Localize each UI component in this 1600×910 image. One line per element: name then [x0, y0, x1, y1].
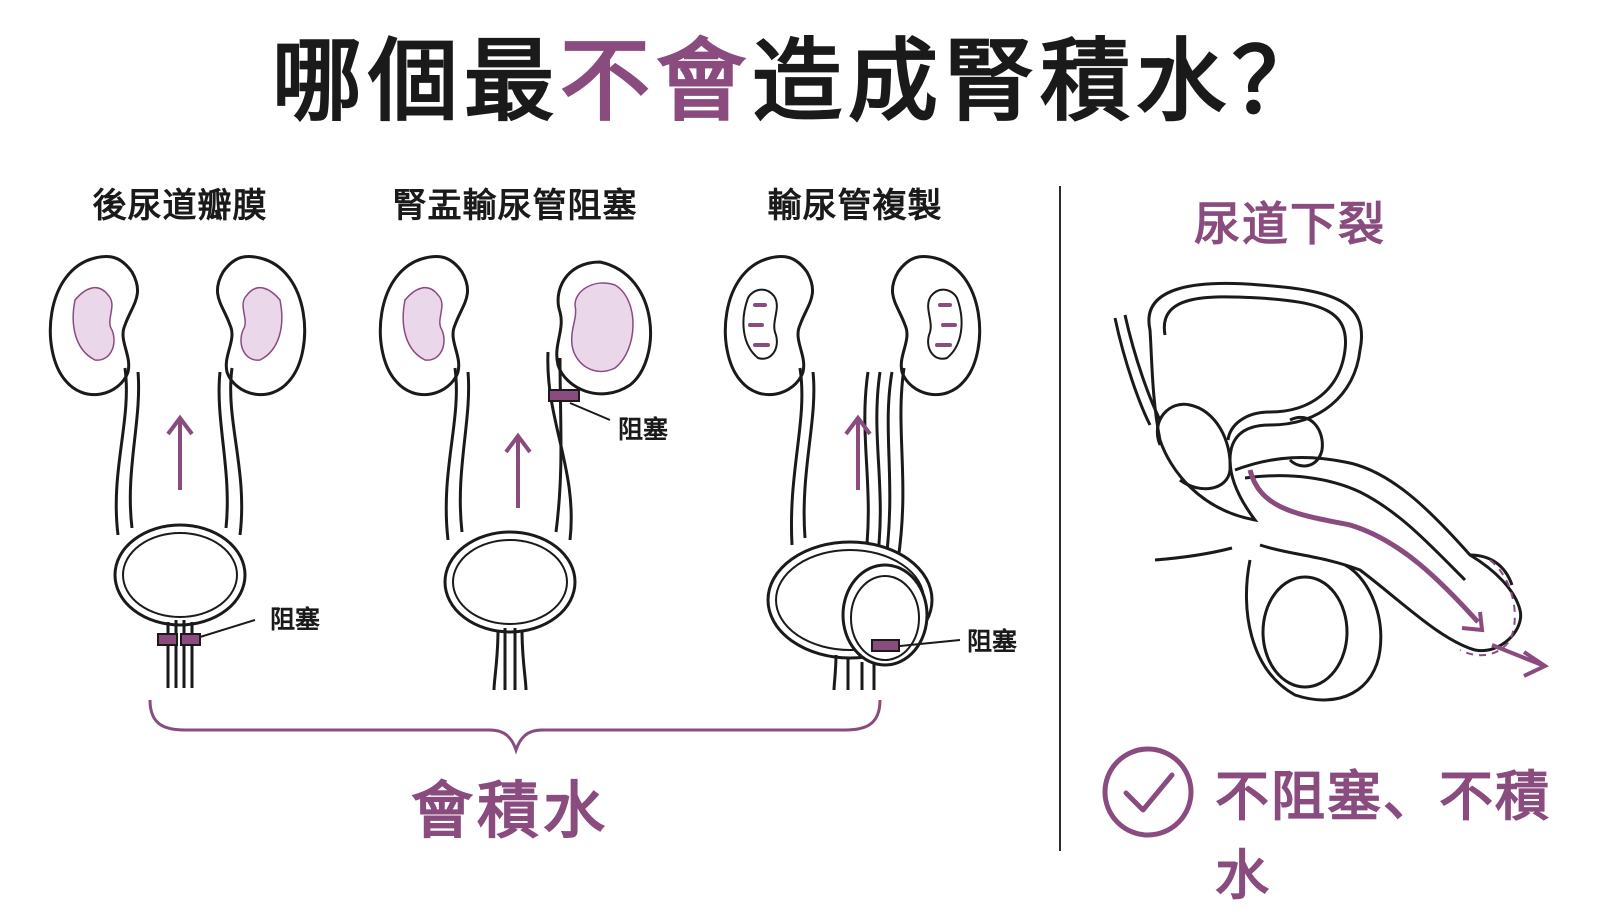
ureters: [444, 351, 573, 541]
testis: [1261, 575, 1349, 689]
kidney-right-dilated: [555, 260, 653, 396]
label-hypospadias: 尿道下裂: [1194, 197, 1386, 251]
up-arrow-icon: [844, 414, 872, 490]
result-no-hydronephrosis: 不阻塞、不積水: [1215, 765, 1551, 907]
up-arrow-icon: [166, 414, 194, 490]
page-title: 哪個最不會造成腎積水？: [0, 22, 1600, 142]
blockage-marker: [157, 633, 178, 646]
label-ureter-duplication: 輸尿管複製: [767, 186, 943, 226]
blockage-label: 阻塞: [270, 605, 320, 634]
blockage-label: 阻塞: [618, 415, 668, 444]
blockage-marker: [871, 639, 900, 652]
bladder: [113, 523, 247, 627]
urethra: [832, 654, 876, 691]
check-circle-icon: [1102, 746, 1194, 838]
label-upj-obstruction: 腎盂輸尿管阻塞: [392, 186, 638, 226]
kidney-right: [215, 255, 307, 397]
penis-shaft: [1234, 456, 1523, 653]
kidney-right: [890, 255, 982, 397]
urethra: [166, 620, 194, 688]
diagram-upj-obstruction: 阻塞: [378, 255, 668, 691]
glans: [1469, 553, 1514, 586]
result-hydronephrosis: 會積水: [410, 774, 609, 847]
blockage-label: 阻塞: [967, 627, 1017, 656]
urine-flow-arrow-icon: [1491, 643, 1550, 678]
diagram-posterior-urethral-valves: 阻塞: [48, 255, 320, 688]
normal-meatus-outline: [1459, 559, 1516, 657]
ureters: [114, 367, 244, 536]
title-part-1: 哪個最: [272, 29, 560, 134]
kidney-left: [723, 255, 815, 397]
scrotum: [1244, 559, 1383, 702]
bladder: [443, 530, 577, 634]
prostate: [1155, 402, 1232, 491]
ureterocele: [841, 563, 929, 667]
pubic-bone: [1288, 415, 1324, 468]
up-arrow-icon: [504, 432, 532, 508]
blockage-marker: [180, 633, 201, 646]
kidney-left: [378, 255, 470, 397]
title-emphasis: 不會: [560, 29, 752, 134]
label-posterior-urethral-valves: 後尿道瓣膜: [92, 186, 268, 226]
urethra: [492, 628, 528, 691]
grouping-brace: [148, 699, 882, 755]
kidney-left: [48, 255, 140, 397]
title-part-3: 造成腎積水？: [752, 29, 1328, 134]
ureters: [789, 367, 906, 571]
diagram-ureter-duplication: 阻塞: [723, 255, 1017, 691]
meatus-arrow-head: [1461, 611, 1485, 633]
urethra-path: [1247, 469, 1480, 624]
perineum: [1154, 546, 1233, 562]
diagram-hypospadias: [1113, 282, 1550, 702]
blockage-marker: [548, 389, 580, 402]
bladder: [1147, 282, 1363, 523]
section-divider: [1059, 186, 1061, 851]
